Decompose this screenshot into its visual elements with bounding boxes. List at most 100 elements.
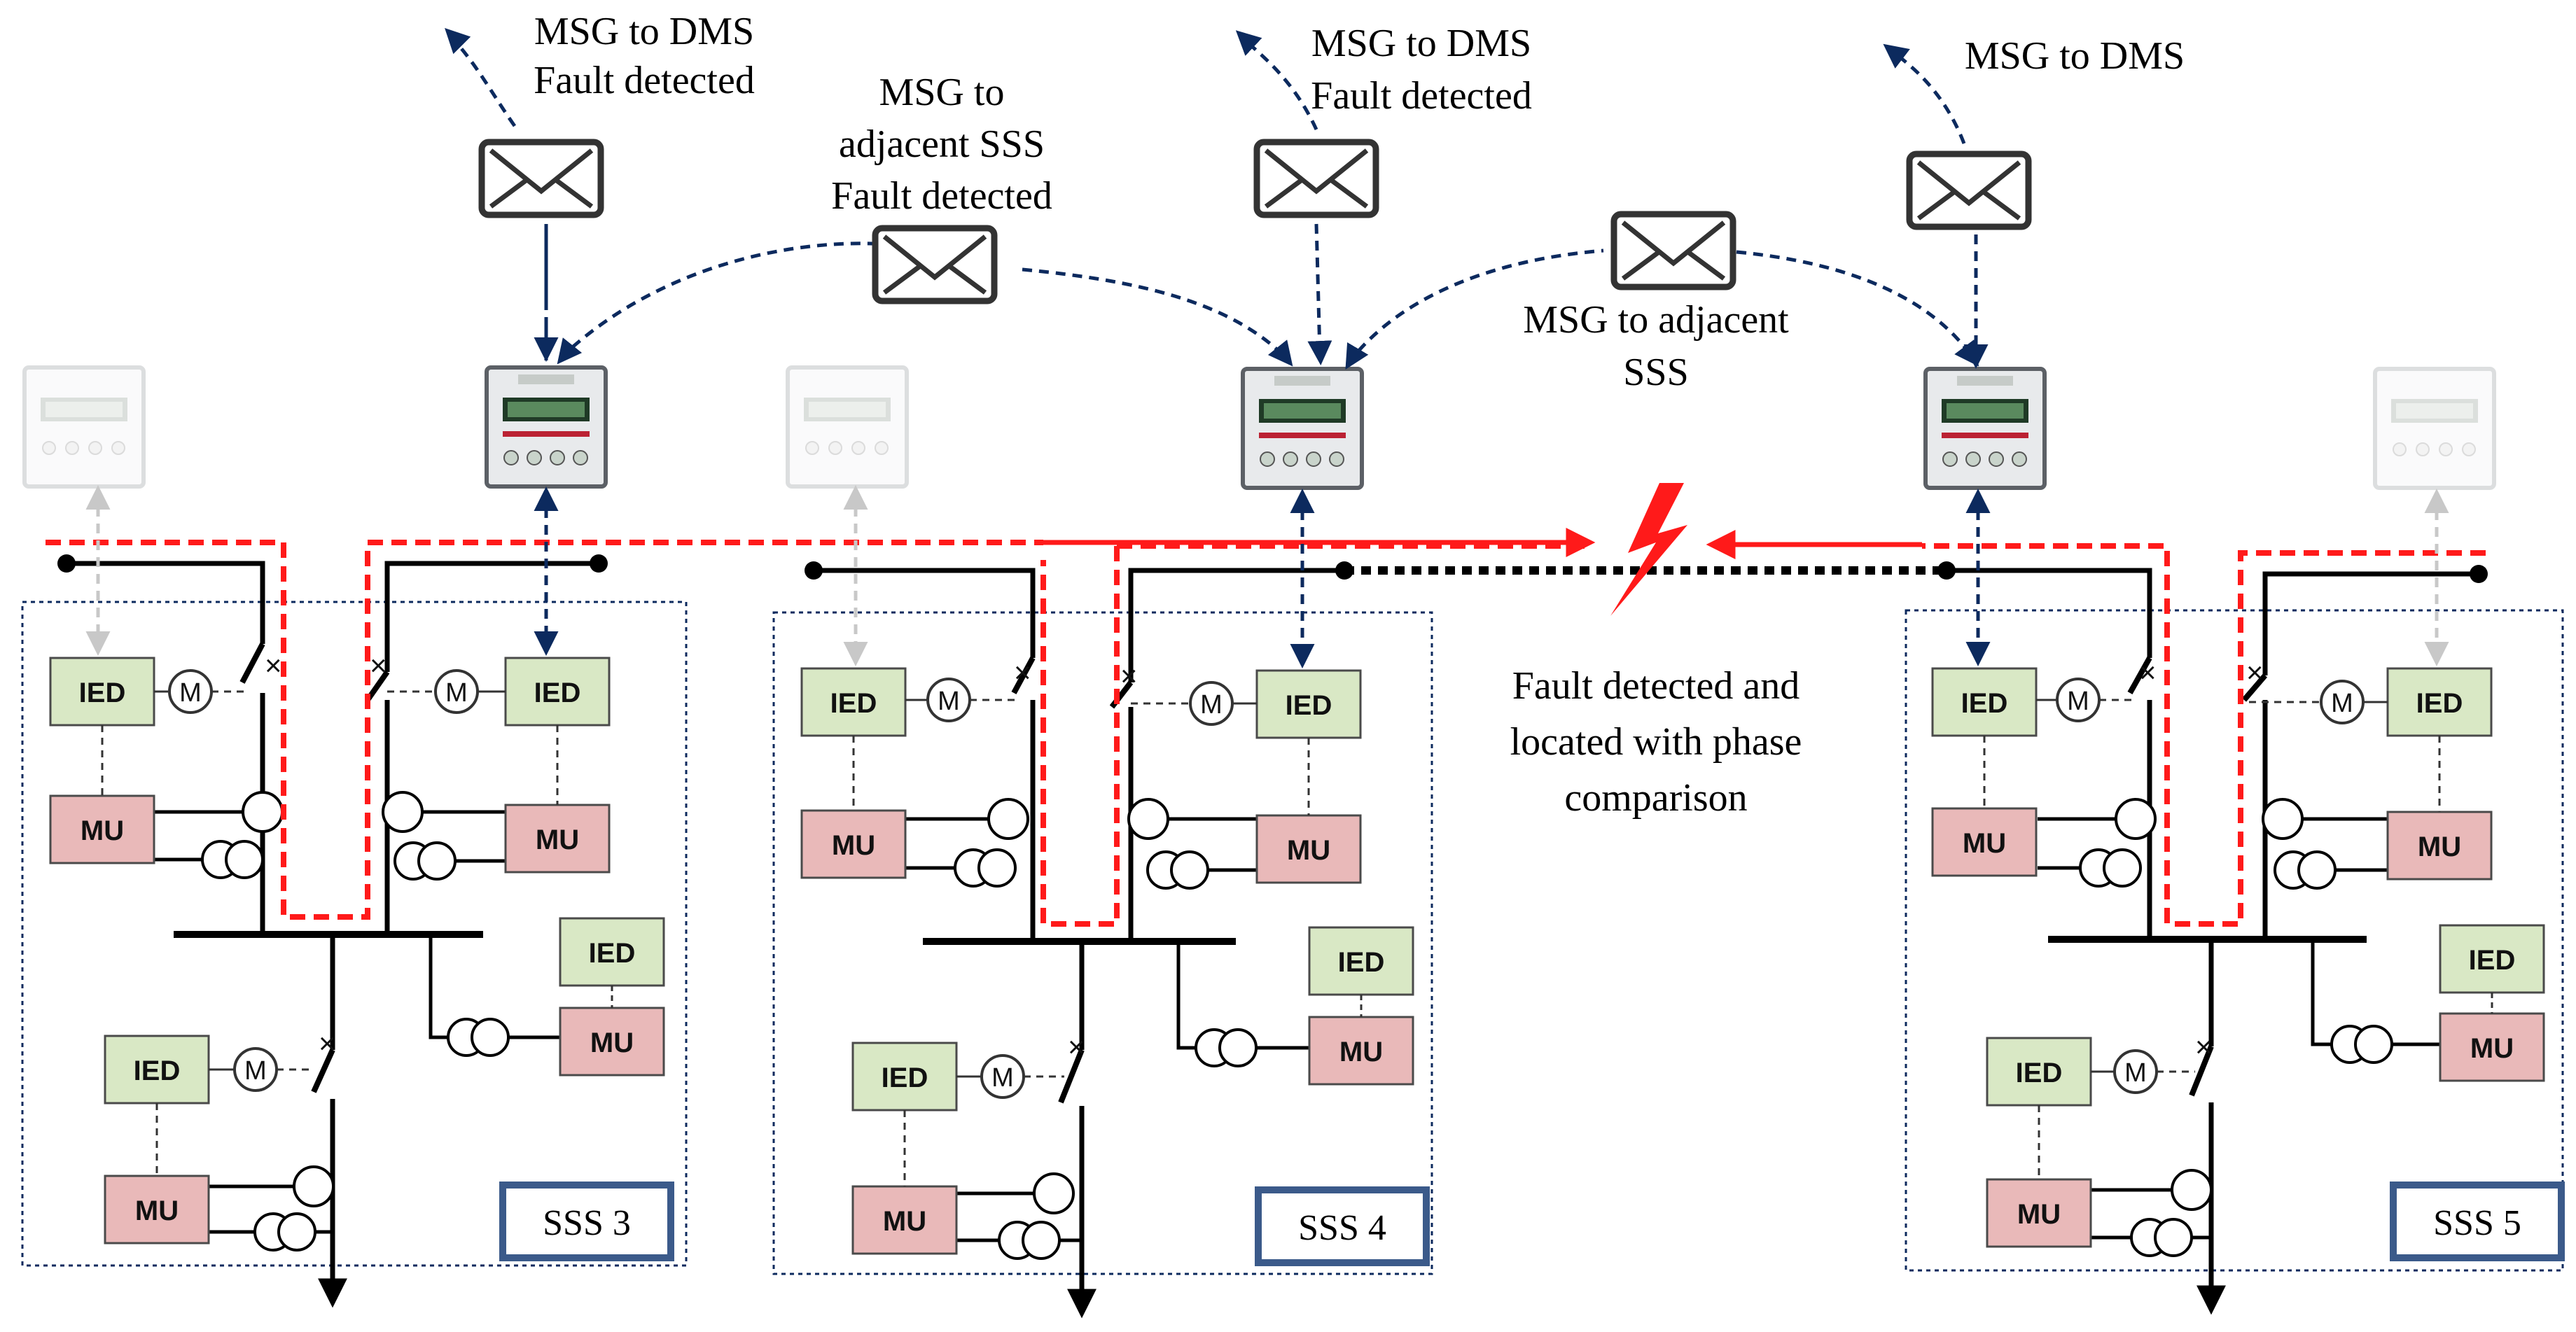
sss4-mu-bus: MU — [1308, 1016, 1414, 1086]
msg-sss3-adjacent-line3: Fault detected — [831, 174, 1052, 218]
svg-text:M: M — [2331, 689, 2353, 718]
svg-text:M: M — [445, 678, 468, 708]
current-transformer-icon — [242, 791, 284, 833]
sss5-mu-left: MU — [1931, 807, 2038, 877]
fault-path-sss4 — [1040, 546, 1120, 927]
sss4-ied-left: IED — [800, 667, 907, 737]
msg-sss3-dms-line1: MSG to DMS — [534, 10, 754, 53]
svg-text:IED: IED — [1338, 947, 1385, 978]
svg-text:IED: IED — [534, 678, 581, 708]
fault-path-sss5 — [1922, 543, 2486, 927]
sss5-ied-bus: IED — [2439, 924, 2545, 994]
sss3-mu-bottom: MU — [104, 1175, 210, 1245]
svg-text:IED: IED — [2416, 688, 2463, 719]
msg-sss4-adjacent-line1: MSG to adjacent — [1523, 298, 1789, 342]
sss5-mu-bottom: MU — [1986, 1178, 2092, 1248]
sss3-mu-left: MU — [49, 794, 155, 864]
svg-text:×: × — [2139, 656, 2157, 689]
svg-text:×: × — [1014, 656, 1031, 689]
sss5-ied-right: IED — [2386, 667, 2493, 737]
svg-text:MU: MU — [1963, 828, 2006, 859]
svg-text:IED: IED — [2016, 1058, 2063, 1088]
svg-text:M: M — [179, 678, 202, 708]
sss3-ied-right: IED — [504, 657, 611, 727]
lightning-fault-icon — [1610, 483, 1687, 616]
msg-sss4-dms-line2: Fault detected — [1311, 74, 1532, 118]
svg-text:MU: MU — [2470, 1033, 2514, 1064]
sss3-mu-bus: MU — [559, 1007, 665, 1077]
sss3-mu-right: MU — [504, 804, 611, 874]
sss5-boundary — [1905, 609, 2564, 1272]
sss4-boundary — [772, 611, 1433, 1275]
msg-sss5-dms-line1: MSG to DMS — [1965, 34, 2185, 78]
svg-text:MU: MU — [883, 1206, 926, 1237]
svg-text:M: M — [2067, 687, 2089, 716]
sss3-ied-left: IED — [49, 657, 155, 727]
svg-text:×: × — [1068, 1030, 1085, 1063]
svg-text:×: × — [319, 1027, 336, 1060]
fault-note-line2: located with phase — [1510, 720, 1802, 764]
sss4-mu-right: MU — [1255, 814, 1362, 884]
substation-sss4: × × × IED MU M IED — [772, 561, 1433, 1319]
svg-text:MU: MU — [832, 830, 875, 861]
msg-sss4-adjacent-line2: SSS — [1623, 351, 1688, 394]
sss4-mu-bottom: MU — [851, 1185, 958, 1255]
msg-sss3-adjacent-line1: MSG to — [879, 71, 1005, 114]
svg-text:×: × — [370, 649, 387, 682]
svg-text:×: × — [1120, 659, 1138, 692]
sss5-mu-right: MU — [2386, 811, 2493, 881]
sss3-ied-bus: IED — [559, 917, 665, 987]
substation-sss3: × × × IED MU — [21, 554, 688, 1308]
sss5-ied-bottom: IED — [1986, 1037, 2092, 1107]
relay-panel-icon — [25, 367, 144, 486]
svg-text:M: M — [938, 687, 960, 716]
msg-sss4-dms-line1: MSG to DMS — [1311, 22, 1531, 65]
msg-sss3-dms-line2: Fault detected — [534, 59, 755, 102]
relay-panel-icon — [2375, 369, 2494, 488]
svg-text:MU: MU — [1287, 835, 1330, 866]
svg-text:IED: IED — [1961, 688, 2008, 719]
svg-text:MU: MU — [2017, 1199, 2061, 1230]
fault-path-sss3 — [46, 540, 1043, 920]
envelope-icon — [482, 142, 601, 215]
svg-text:IED: IED — [830, 688, 877, 719]
envelope-icon — [1257, 142, 1376, 215]
mu-label: MU — [81, 815, 124, 846]
relay-panel-icon — [1926, 369, 2045, 488]
relay-panel-icon — [487, 367, 606, 486]
svg-text:×: × — [265, 649, 282, 682]
substation-sss5: × × × IED MU M IED — [1905, 561, 2565, 1315]
sss4-ied-bottom: IED — [851, 1042, 958, 1112]
sss3-label: SSS 3 — [543, 1203, 631, 1243]
msg-sss3-adjacent-line2: adjacent SSS — [839, 122, 1045, 166]
envelope-icon — [1909, 154, 2028, 227]
fault-note-line1: Fault detected and — [1512, 664, 1800, 708]
svg-text:MU: MU — [590, 1028, 634, 1058]
svg-text:M: M — [2124, 1058, 2147, 1088]
sss5-label: SSS 5 — [2433, 1203, 2521, 1243]
sss4-mu-left: MU — [800, 809, 907, 879]
fault-note-line3: comparison — [1564, 776, 1747, 820]
sss3-boundary — [21, 601, 688, 1267]
svg-text:M: M — [1200, 690, 1223, 720]
svg-text:×: × — [2195, 1030, 2213, 1063]
svg-text:MU: MU — [135, 1196, 179, 1226]
sss4-ied-right: IED — [1255, 669, 1362, 739]
svg-text:M: M — [991, 1063, 1014, 1093]
svg-text:M: M — [244, 1056, 267, 1086]
svg-text:MU: MU — [2418, 832, 2461, 862]
svg-text:IED: IED — [589, 938, 636, 969]
sss5-ied-left: IED — [1931, 667, 2038, 737]
relay-panel-icon — [1243, 369, 1362, 488]
sss4-label: SSS 4 — [1298, 1208, 1386, 1248]
svg-text:MU: MU — [536, 825, 579, 855]
ied-label: IED — [79, 678, 126, 708]
svg-text:IED: IED — [882, 1063, 928, 1093]
svg-text:IED: IED — [2469, 945, 2516, 976]
envelope-icon — [875, 228, 994, 301]
svg-text:×: × — [2246, 656, 2264, 689]
svg-text:IED: IED — [1286, 690, 1332, 721]
sss5-mu-bus: MU — [2439, 1012, 2545, 1082]
svg-text:MU: MU — [1339, 1037, 1383, 1067]
